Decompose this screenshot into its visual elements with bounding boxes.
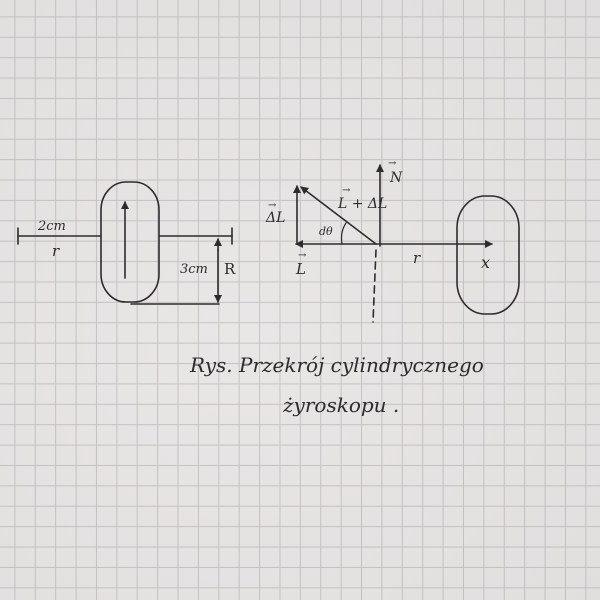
label-L-vector-mark: → xyxy=(298,250,307,261)
left-cylinder xyxy=(100,181,160,303)
label-delta-L-vector-mark: → xyxy=(268,200,277,211)
label-N: N xyxy=(389,170,403,186)
L-plus-delta-L-arrow xyxy=(300,186,377,245)
label-R: R xyxy=(224,260,236,278)
label-N-vector-mark: → xyxy=(388,158,397,169)
label-left-r: r xyxy=(52,242,60,260)
label-2cm: 2cm xyxy=(37,219,66,234)
caption-line-2: żyroskopu . xyxy=(282,393,399,417)
d-theta-arc xyxy=(340,222,347,245)
label-L-plus-delta-L-vector-mark: → xyxy=(342,185,351,196)
label-L-plus-delta-L: L + ΔL xyxy=(337,196,387,212)
right-view xyxy=(293,164,520,323)
right-cylinder xyxy=(456,195,520,315)
label-right-r: r xyxy=(413,249,421,267)
label-d-theta: dθ xyxy=(319,225,333,238)
dashed-axis xyxy=(372,249,377,323)
label-x: x xyxy=(481,253,490,272)
label-delta-L: ΔL xyxy=(265,210,285,226)
label-3cm: 3cm xyxy=(180,262,208,277)
label-L: L xyxy=(295,260,306,278)
left-view xyxy=(17,181,233,305)
caption-line-1: Rys. Przekrój cylindrycznego xyxy=(189,353,484,377)
